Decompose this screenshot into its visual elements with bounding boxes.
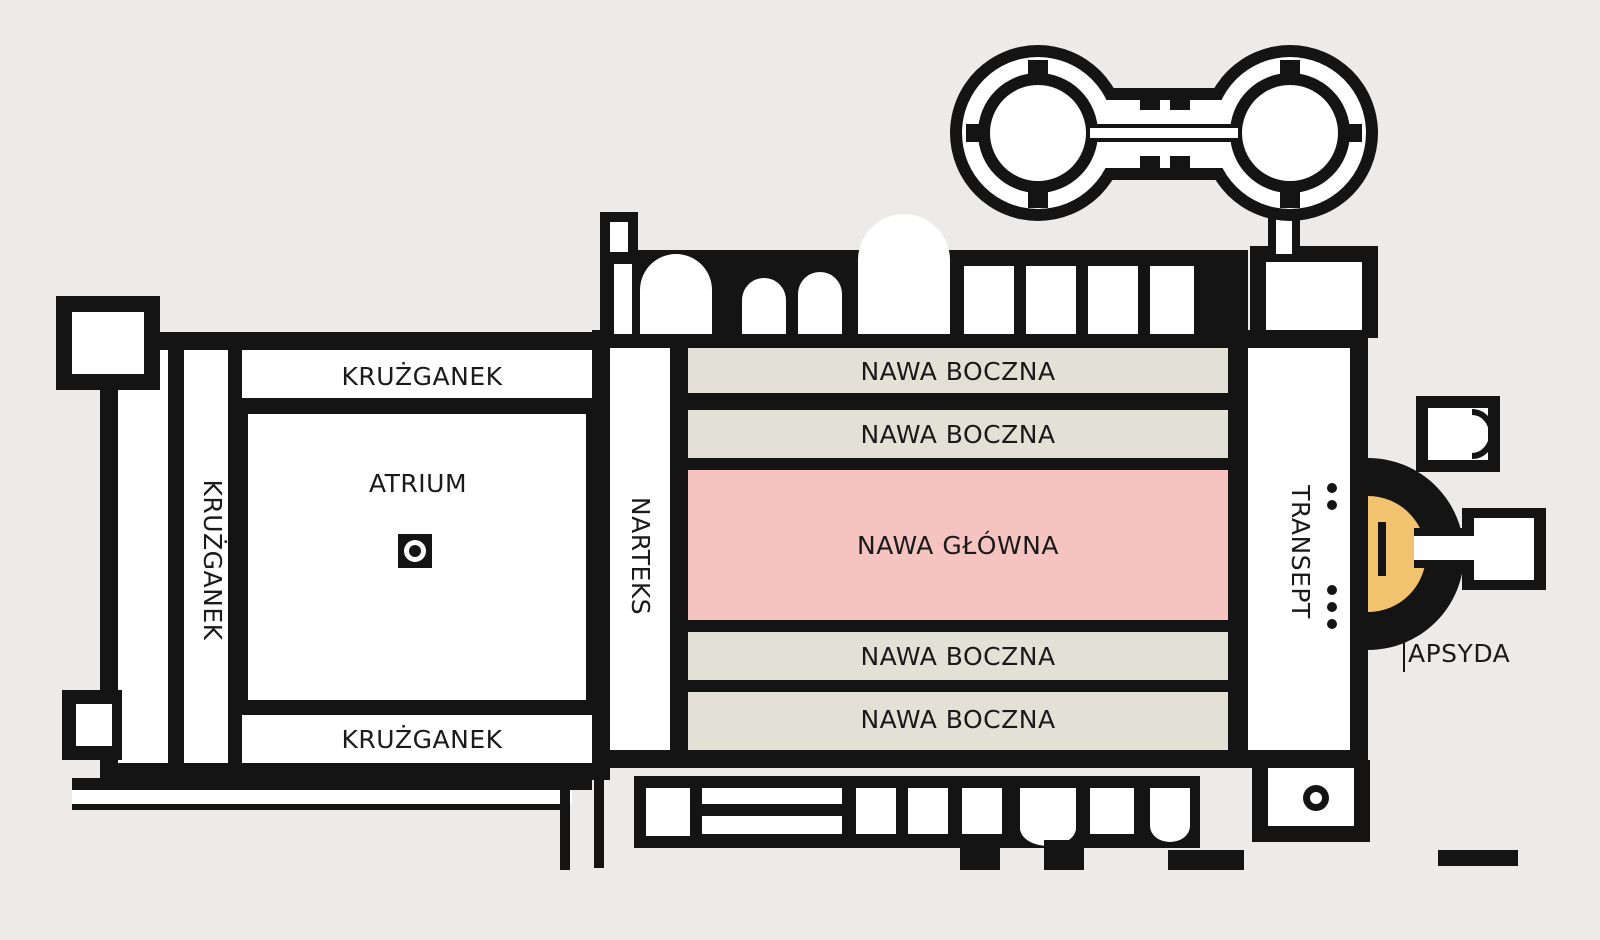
west-annex-lower-floor	[76, 704, 112, 746]
rotunda-passage-floor	[1090, 128, 1238, 138]
apse-step-wall	[1378, 522, 1386, 576]
aisle-1-floor	[688, 348, 1228, 393]
north-chapel-1	[614, 264, 632, 334]
east-corridor-floor	[1414, 536, 1474, 560]
label-atrium: ATRIUM	[369, 469, 467, 498]
label-aisle-3: NAWA BOCZNA	[860, 642, 1055, 671]
label-apse: APSYDA	[1408, 639, 1510, 668]
north-chapel-7	[1026, 266, 1076, 334]
label-aisle-1: NAWA BOCZNA	[860, 357, 1055, 386]
north-chapel-8	[1088, 266, 1138, 334]
south-chapel-8	[1090, 788, 1134, 834]
ne-chapel	[1416, 396, 1500, 472]
transept-north-wing	[1250, 206, 1378, 338]
north-chapel-9	[1150, 266, 1194, 334]
aisle-2-floor	[688, 410, 1228, 458]
fountain-center	[409, 545, 421, 557]
rotunda-east-core	[1242, 85, 1338, 181]
west-annex-floor	[72, 312, 144, 374]
south-chapel-3	[702, 816, 842, 834]
north-chapel-6	[964, 266, 1014, 334]
transept-north-floor	[1266, 262, 1362, 330]
south-portico-floor	[72, 790, 572, 804]
south-chapel-6	[962, 788, 1002, 834]
south-chapel-4	[856, 788, 896, 834]
south-portico-post	[594, 772, 604, 868]
north-chapel-2	[640, 254, 712, 334]
north-chapels	[600, 212, 1248, 340]
rotundas	[950, 45, 1378, 221]
cloister-north-floor	[242, 350, 592, 398]
west-rooms-floor	[118, 350, 168, 763]
south-portico-end	[560, 790, 570, 870]
east-annex-floor	[1474, 518, 1534, 580]
rotunda-niches	[966, 60, 1362, 208]
south-portico-outer	[72, 804, 568, 810]
label-transept: TRANSEPT	[1286, 484, 1315, 619]
atrium-complex	[100, 332, 610, 780]
cloister-south-floor	[242, 715, 592, 763]
label-nave: NAWA GŁÓWNA	[857, 530, 1059, 560]
south-chapel-5	[908, 788, 948, 834]
nave-floor	[688, 470, 1228, 620]
ne-chapel-floor	[1428, 408, 1488, 460]
south-chapel-7	[1020, 788, 1076, 846]
rotunda-west-core	[990, 85, 1086, 181]
narthex-floor	[610, 348, 670, 750]
south-portico	[72, 772, 604, 870]
north-chapel-4	[798, 272, 842, 334]
aisle-4-floor	[688, 692, 1228, 750]
south-chapels	[634, 776, 1518, 870]
south-lobe-4	[1438, 850, 1518, 866]
labels: KRUŻGANEK KRUŻGANEK KRUŻGANEK ATRIUM NAR…	[198, 357, 1510, 754]
transept-south-wing	[1252, 760, 1370, 842]
label-cloister-north: KRUŻGANEK	[341, 362, 502, 391]
west-annex	[56, 296, 160, 760]
transept-floor	[1248, 348, 1350, 750]
south-chapel-1	[646, 788, 690, 836]
south-lobe-1	[960, 840, 1000, 870]
ne-chapel-arc	[1471, 409, 1495, 459]
transept-columns	[1327, 483, 1337, 629]
label-cloister-south: KRUŻGANEK	[341, 725, 502, 754]
north-tower-floor	[610, 222, 628, 252]
south-chapel-9	[1150, 788, 1190, 842]
label-aisle-4: NAWA BOCZNA	[860, 705, 1055, 734]
label-narthex: NARTEKS	[626, 497, 655, 615]
north-chapel-5	[858, 214, 950, 334]
label-aisle-2: NAWA BOCZNA	[860, 420, 1055, 449]
east-annex	[1414, 508, 1546, 590]
aisle-3-floor	[688, 632, 1228, 680]
church-body	[592, 330, 1368, 768]
south-portico-wall	[72, 778, 592, 790]
round-pedestal-center	[1310, 792, 1322, 804]
south-chapel-2	[702, 788, 842, 804]
cloister-west-floor	[184, 350, 228, 763]
north-chapel-3	[742, 278, 786, 334]
label-cloister-west: KRUŻGANEK	[198, 479, 227, 640]
south-lobe-3	[1168, 850, 1244, 870]
south-lobe-2	[1044, 840, 1084, 870]
